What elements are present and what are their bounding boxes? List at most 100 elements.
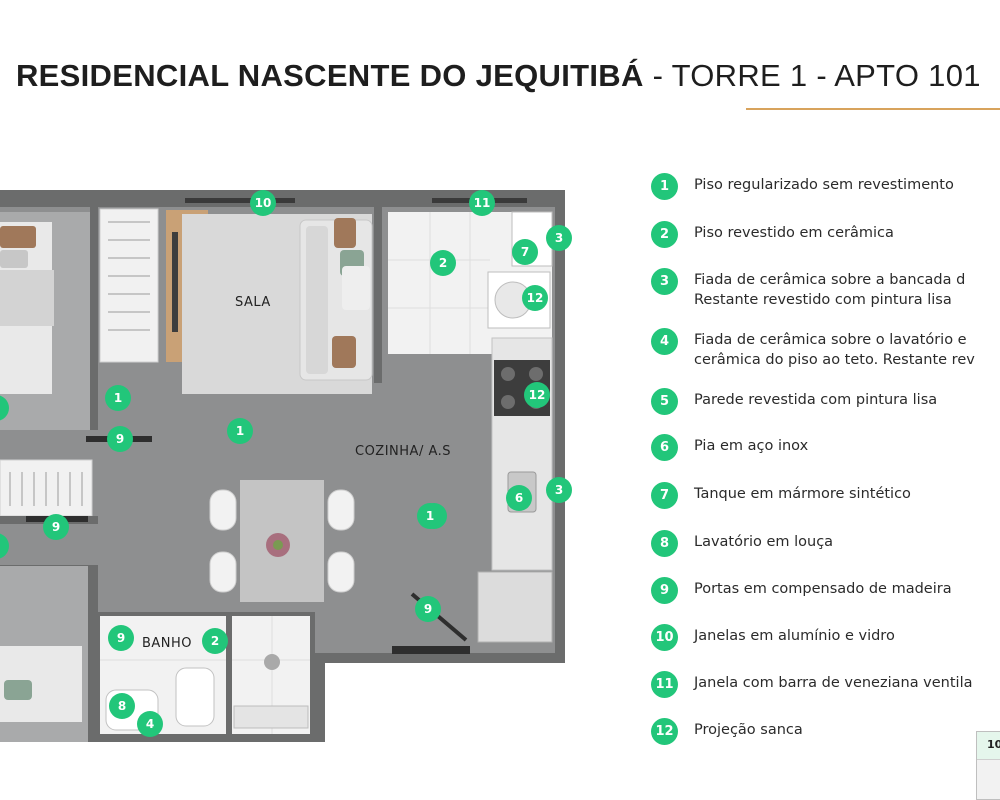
legend-text: Piso regularizado sem revestimento [694,172,954,195]
corner-table: 10 [976,731,1000,800]
legend-text-line: Janela com barra de veneziana ventila [694,675,973,691]
marker-number: 9 [117,631,125,645]
shower-head [264,654,280,670]
legend-number-badge: 1 [651,173,678,200]
legend-text: Janela com barra de veneziana ventila [694,670,973,693]
marker-number: 9 [424,602,432,616]
plan-marker-8: 8 [109,693,135,719]
title-divider [746,108,1000,110]
legend-item-11: 11 Janela com barra de veneziana ventila [651,670,973,698]
plan-marker-4: 4 [137,711,163,737]
marker-number: 9 [116,432,124,446]
marker-badge [250,190,276,216]
legend-text: Lavatório em louça [694,529,833,552]
legend-text-line: Parede revestida com pintura lisa [694,392,938,408]
legend-text-line: Portas em compensado de madeira [694,581,952,597]
plan-marker-9: 9 [415,596,441,622]
marker-badge [105,385,131,411]
legend-number-badge: 6 [651,434,678,461]
marker-badge [107,426,133,452]
legend-text: Parede revestida com pintura lisa [694,387,937,410]
page-title: RESIDENCIAL NASCENTE DO JEQUITIBÁ - TORR… [16,58,981,94]
marker-number: 12 [529,388,546,402]
legend-number-badge: 8 [651,530,678,557]
legend-text: Tanque em mármore sintético [694,481,911,504]
legend-number-badge: 4 [651,328,678,355]
marker-badge [108,625,134,651]
plan-marker-2: 2 [430,250,456,276]
marker-number: 11 [474,196,491,210]
label-cozinha: COZINHA/ A.S [355,444,451,459]
marker-number: 1 [426,509,434,523]
legend-item-10: 10 Janelas em alumínio e vidro [651,623,895,651]
plan-marker-1: 1 [105,385,131,411]
shower-glass [233,705,309,729]
plan-marker-12: 12 [524,382,550,408]
marker-number: 2 [211,634,219,648]
legend-text-line: Lavatório em louça [694,534,834,550]
bedroom-1-wall [90,207,98,430]
plan-marker-9: 9 [43,514,69,540]
legend-text-line: Restante revestido com pintura lisa [694,292,952,308]
legend-number-badge: 12 [651,718,678,745]
marker-badge [522,285,548,311]
legend-item-2: 2 Piso revestido em cerâmica [651,220,894,248]
legend-text-line: Janelas em alumínio e vidro [694,628,895,644]
plan-marker-9: 9 [107,426,133,452]
legend-text-line: Tanque em mármore sintético [694,486,911,502]
marker-badge [469,190,495,216]
legend-number-badge: 3 [651,268,678,295]
plan-markers: 101127312121191631999284 [43,190,572,737]
legend-text-line: cerâmica do piso ao teto. Restante rev [694,352,975,368]
legend-text: Portas em compensado de madeira [694,576,952,599]
legend-item-7: 7 Tanque em mármore sintético [651,481,911,509]
legend-text: Projeção sanca [694,717,803,740]
marker-badge [546,225,572,251]
legend-number-badge: 11 [651,671,678,698]
marker-badge [43,514,69,540]
corner-table-header: 10 [977,732,1000,760]
legend-number-badge: 9 [651,577,678,604]
plan-marker-11: 11 [469,190,495,216]
plan-marker-12: 12 [522,285,548,311]
marker-badge [109,693,135,719]
fridge [477,571,553,643]
title-sub: - TORRE 1 - APTO 101 [643,58,981,93]
legend-text-line: Pia em aço inox [694,438,809,454]
legend-text-line: Projeção sanca [694,722,803,738]
legend-text-line: Piso revestido em cerâmica [694,225,894,241]
plan-marker-9: 9 [108,625,134,651]
marker-number: 3 [555,483,563,497]
legend-text: Piso revestido em cerâmica [694,220,894,243]
marker-badge [202,628,228,654]
legend-number-badge: 7 [651,482,678,509]
marker-badge [546,477,572,503]
wardrobe-1 [99,208,159,363]
marker-number: 4 [146,717,154,731]
legend-number-badge: 2 [651,221,678,248]
label-sala: SALA [235,295,271,310]
marker-number: 1 [114,391,122,405]
plan-marker-1: 1 [417,503,443,529]
marker-number: 7 [521,245,529,259]
marker-badge [512,239,538,265]
plan-marker-10: 10 [250,190,276,216]
title-main: RESIDENCIAL NASCENTE DO JEQUITIBÁ [16,58,644,93]
marker-number: 10 [255,196,272,210]
marker-number: 2 [439,256,447,270]
legend-item-1: 1 Piso regularizado sem revestimento [651,172,954,200]
legend-item-12: 12 Projeção sanca [651,717,803,745]
legend-item-6: 6 Pia em aço inox [651,433,808,461]
marker-badge [417,503,443,529]
legend-number-badge: 10 [651,624,678,651]
legend-item-8: 8 Lavatório em louça [651,529,833,557]
marker-badge [415,596,441,622]
marker-badge [227,418,253,444]
marker-number: 3 [555,231,563,245]
marker-badge [137,711,163,737]
marker-number: 12 [527,291,544,305]
plan-marker-3: 3 [546,477,572,503]
